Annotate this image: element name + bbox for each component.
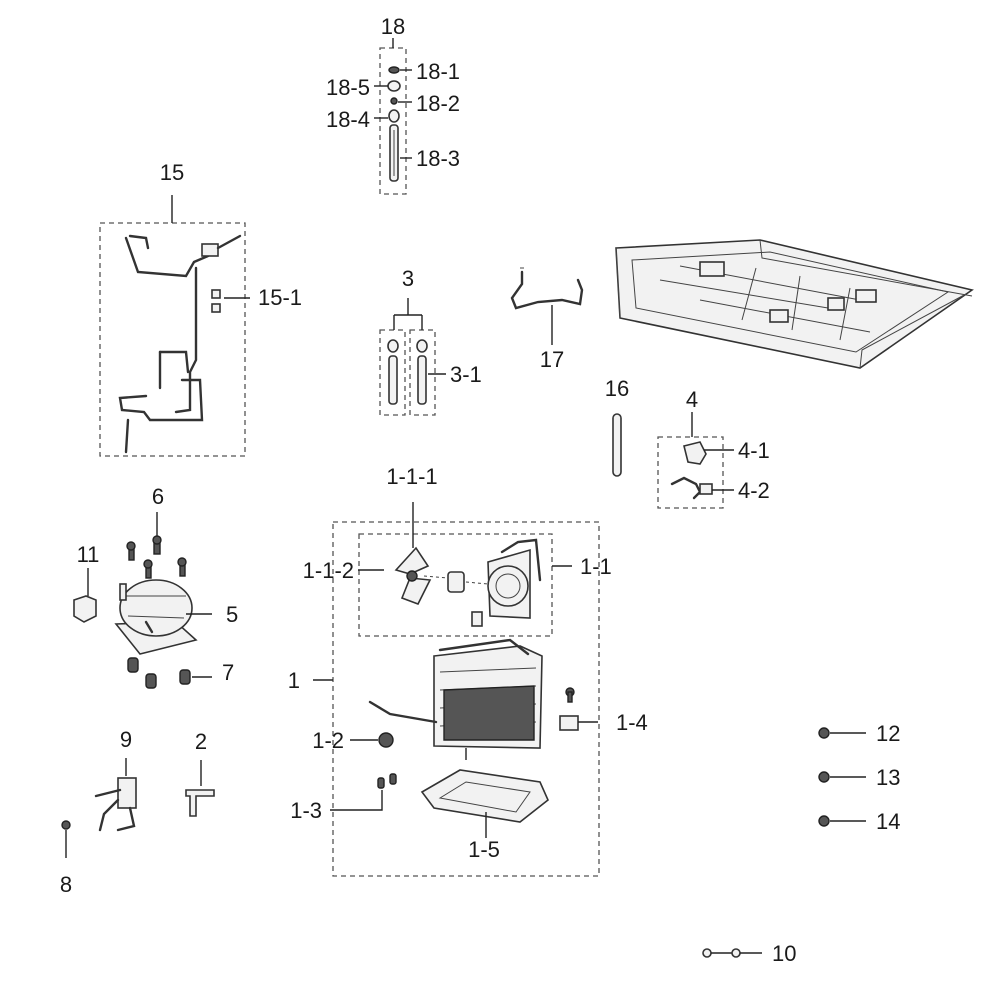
part-16 [612,413,622,477]
part-13 [818,771,866,783]
part-group-3 [379,298,446,416]
label-2: 2 [195,729,207,754]
label-18-2: 18-2 [416,91,460,116]
label-1: 1 [288,668,300,693]
part-group-18 [374,38,412,195]
part-group-15 [99,195,250,457]
label-9: 9 [120,727,132,752]
label-5: 5 [226,602,238,627]
label-18-4: 18-4 [326,107,370,132]
part-10 [702,948,762,958]
part-12 [818,727,866,739]
part-group-4 [657,412,734,509]
label-1-1-2: 1-1-2 [303,558,354,583]
label-15: 15 [160,160,184,185]
label-1-1: 1-1 [580,554,612,579]
label-3-1: 3-1 [450,362,482,387]
label-16: 16 [605,376,629,401]
label-11: 11 [77,542,100,567]
label-1-1-1: 1-1-1 [386,464,437,489]
label-15-1: 15-1 [258,285,302,310]
label-18-5: 18-5 [326,75,370,100]
part-9 [94,758,137,832]
label-18: 18 [381,14,405,39]
part-17 [510,267,584,345]
label-1-3: 1-3 [290,798,322,823]
compressor-group [73,512,212,689]
base-frame [615,239,974,369]
label-4-1: 4-1 [738,438,770,463]
part-8 [61,820,71,858]
label-18-1: 18-1 [416,59,460,84]
label-8: 8 [60,872,72,897]
label-17: 17 [540,347,564,372]
part-2 [185,760,215,817]
label-1-4: 1-4 [616,710,648,735]
label-18-3: 18-3 [416,146,460,171]
label-7: 7 [222,660,234,685]
label-1-2: 1-2 [312,728,344,753]
part-group-1 [313,502,600,877]
label-3: 3 [402,266,414,291]
label-12: 12 [876,721,900,746]
label-6: 6 [152,484,164,509]
label-13: 13 [876,765,900,790]
part-14 [818,815,866,827]
label-1-5: 1-5 [468,837,500,862]
label-14: 14 [876,809,900,834]
label-10: 10 [772,941,796,966]
label-4: 4 [686,387,698,412]
label-4-2: 4-2 [738,478,770,503]
